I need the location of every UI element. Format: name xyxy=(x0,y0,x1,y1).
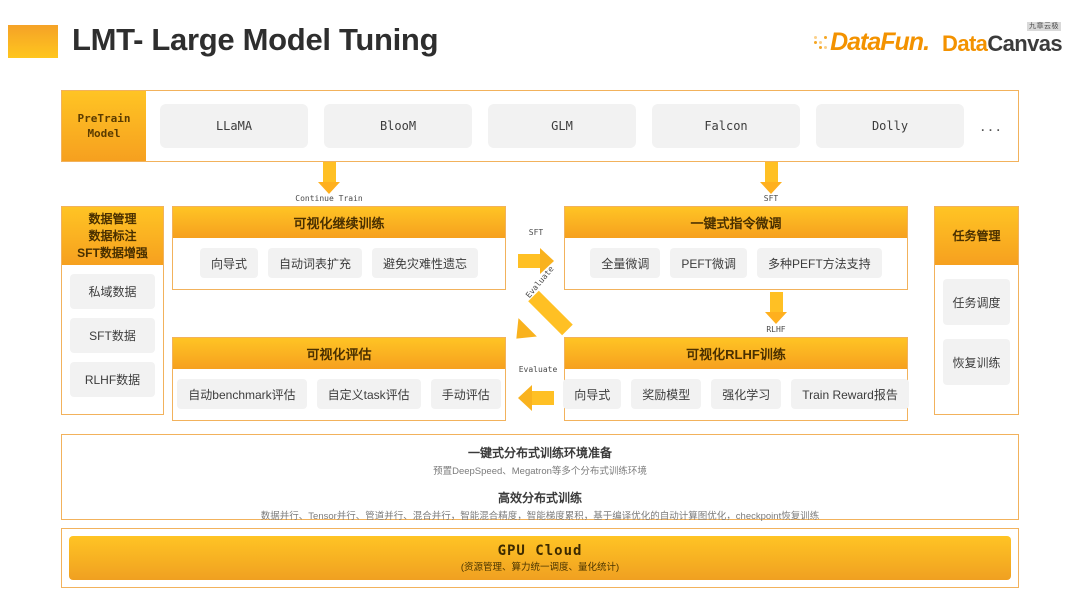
pretrain-model-label: PreTrain Model xyxy=(62,91,146,161)
evaluate-diagonal-arrow-icon xyxy=(507,290,573,348)
chip-rlhf-wizard[interactable]: 向导式 xyxy=(563,379,622,409)
datacanvas-word-data: Data xyxy=(942,31,988,56)
chip-rlhf-reward[interactable]: 奖励模型 xyxy=(631,379,702,409)
sft-down-arrow-icon xyxy=(760,162,782,194)
sft-right-arrow-icon xyxy=(518,248,554,274)
page-title: LMT- Large Model Tuning xyxy=(72,22,439,57)
panel-eval-title: 可视化评估 xyxy=(173,338,505,369)
efficient-training-title: 高效分布式训练 xyxy=(497,491,582,505)
env-prep-subtitle: 预置DeepSpeed、Megatron等多个分布式训练环境 xyxy=(433,466,647,477)
data-item-sft[interactable]: SFT数据 xyxy=(70,318,155,353)
datacanvas-chinese-label: 九章云极 xyxy=(1027,22,1061,31)
panel-continue-body: 向导式 自动词表扩充 避免灾难性遗忘 xyxy=(173,238,505,288)
model-chip-glm[interactable]: GLM xyxy=(488,104,636,148)
sft-down-arrow-label: SFT xyxy=(763,194,779,203)
panel-continue-title: 可视化继续训练 xyxy=(173,207,505,238)
task-management-items: 任务调度 恢复训练 xyxy=(935,265,1018,399)
chip-rlhf-report[interactable]: Train Reward报告 xyxy=(791,379,909,409)
chip-sft-full[interactable]: 全量微调 xyxy=(590,248,661,278)
evaluate-left-arrow-label: Evaluate xyxy=(518,365,558,374)
chip-continue-forgetting[interactable]: 避免灾难性遗忘 xyxy=(372,248,479,278)
chip-eval-manual[interactable]: 手动评估 xyxy=(430,379,501,409)
task-item-schedule[interactable]: 任务调度 xyxy=(943,279,1010,325)
continue-train-arrow-icon xyxy=(318,162,340,194)
data-item-rlhf[interactable]: RLHF数据 xyxy=(70,362,155,397)
panel-one-click-instruction-tuning: 一键式指令微调 全量微调 PEFT微调 多种PEFT方法支持 xyxy=(564,206,908,290)
task-item-resume[interactable]: 恢复训练 xyxy=(943,339,1010,385)
datacanvas-logo: 九章云极 DataCanvas xyxy=(942,22,1063,57)
model-list-ellipsis: ... xyxy=(980,116,1004,135)
task-management-column: 任务管理 任务调度 恢复训练 xyxy=(934,206,1019,415)
data-management-column: 数据管理 数据标注 SFT数据增强 私域数据 SFT数据 RLHF数据 xyxy=(61,206,164,415)
chip-sft-peft[interactable]: PEFT微调 xyxy=(670,248,747,278)
continue-train-arrow-label: Continue Train xyxy=(295,194,363,203)
panel-rlhf-title: 可视化RLHF训练 xyxy=(565,338,907,369)
chip-rlhf-rl[interactable]: 强化学习 xyxy=(711,379,782,409)
chip-eval-task[interactable]: 自定义task评估 xyxy=(316,379,421,409)
datacanvas-word-canvas: Canvas xyxy=(987,31,1062,56)
model-chip-bloom[interactable]: BlooM xyxy=(324,104,472,148)
logo-group: DataFun. 九章云极 DataCanvas xyxy=(814,22,1063,57)
panel-visual-evaluation: 可视化评估 自动benchmark评估 自定义task评估 手动评估 xyxy=(172,337,506,421)
rlhf-down-arrow-label: RLHF xyxy=(766,325,786,334)
model-chip-dolly[interactable]: Dolly xyxy=(816,104,964,148)
env-prep-title: 一键式分布式训练环境准备 xyxy=(467,446,612,460)
model-chip-llama[interactable]: LLaMA xyxy=(160,104,308,148)
gpu-cloud-title: GPU Cloud xyxy=(497,542,583,559)
panel-eval-body: 自动benchmark评估 自定义task评估 手动评估 xyxy=(173,369,505,419)
panel-visual-continue-training: 可视化继续训练 向导式 自动词表扩充 避免灾难性遗忘 xyxy=(172,206,506,290)
data-management-header: 数据管理 数据标注 SFT数据增强 xyxy=(62,207,163,265)
data-management-header-line2: 数据标注 xyxy=(88,228,137,243)
sft-right-arrow-label: SFT xyxy=(528,228,544,237)
chip-continue-wizard[interactable]: 向导式 xyxy=(199,248,258,278)
gpu-cloud-subtitle: (资源管理、算力统一调度、量化统计) xyxy=(460,561,620,573)
datafun-dots-icon xyxy=(814,35,828,50)
data-management-items: 私域数据 SFT数据 RLHF数据 xyxy=(62,265,163,406)
datafun-wordmark: DataFun. xyxy=(830,28,930,56)
panel-sft-body: 全量微调 PEFT微调 多种PEFT方法支持 xyxy=(565,238,907,288)
title-accent-bar xyxy=(8,25,58,58)
pretrain-label-line1: PreTrain xyxy=(77,112,131,125)
task-management-header: 任务管理 xyxy=(935,207,1018,265)
slide-header: LMT- Large Model Tuning DataFun. 九章云极 Da… xyxy=(0,0,1080,78)
datacanvas-wordmark: DataCanvas xyxy=(942,31,1063,56)
panel-rlhf-body: 向导式 奖励模型 强化学习 Train Reward报告 xyxy=(563,369,909,419)
chip-sft-multipeft[interactable]: 多种PEFT方法支持 xyxy=(757,248,882,278)
data-item-private[interactable]: 私域数据 xyxy=(70,274,155,309)
rlhf-down-arrow-icon xyxy=(765,292,787,324)
gpu-cloud-bar: GPU Cloud (资源管理、算力统一调度、量化统计) xyxy=(69,536,1011,580)
data-management-header-line1: 数据管理 xyxy=(88,211,137,226)
distributed-training-info-box: 一键式分布式训练环境准备 预置DeepSpeed、Megatron等多个分布式训… xyxy=(61,434,1019,522)
chip-eval-benchmark[interactable]: 自动benchmark评估 xyxy=(177,379,307,409)
pretrain-label-line2: Model xyxy=(87,127,121,140)
gpu-cloud-container: GPU Cloud (资源管理、算力统一调度、量化统计) xyxy=(61,528,1019,588)
pretrain-model-list: LLaMA BlooM GLM Falcon Dolly ... xyxy=(146,91,1018,161)
model-chip-falcon[interactable]: Falcon xyxy=(652,104,800,148)
panel-visual-rlhf-training: 可视化RLHF训练 向导式 奖励模型 强化学习 Train Reward报告 xyxy=(563,337,909,421)
pretrain-model-row: PreTrain Model LLaMA BlooM GLM Falcon Do… xyxy=(61,90,1019,162)
chip-continue-vocab[interactable]: 自动词表扩充 xyxy=(267,248,362,278)
evaluate-left-arrow-icon xyxy=(518,385,554,411)
datafun-logo: DataFun. xyxy=(814,28,930,57)
efficient-training-subtitle: 数据并行、Tensor并行、管道并行、混合并行，智能混合精度，智能梯度累积，基于… xyxy=(260,511,820,522)
panel-sft-title: 一键式指令微调 xyxy=(565,207,907,238)
data-management-header-line3: SFT数据增强 xyxy=(77,245,148,260)
task-management-header-line1: 任务管理 xyxy=(952,228,1001,243)
